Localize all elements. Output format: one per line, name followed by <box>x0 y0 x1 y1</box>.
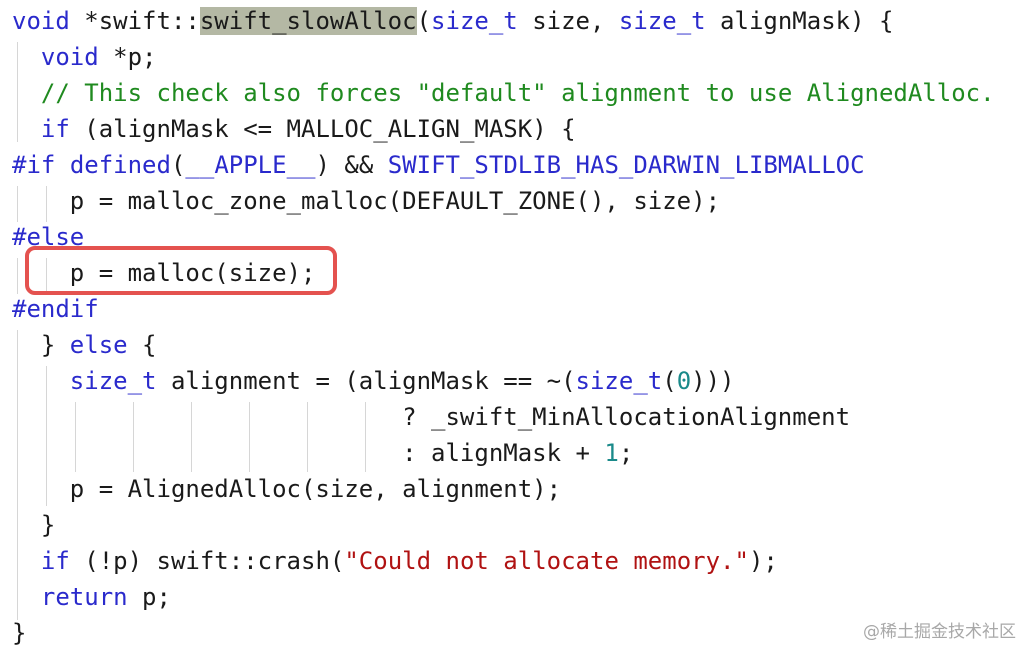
code-line[interactable]: #if defined(__APPLE__) && SWIFT_STDLIB_H… <box>12 151 865 179</box>
indent-guide <box>191 402 192 472</box>
indent-guide <box>17 42 18 142</box>
indent-guide <box>17 330 18 620</box>
indent-guide <box>307 402 308 472</box>
code-line[interactable]: if (alignMask <= MALLOC_ALIGN_MASK) { <box>40 115 576 143</box>
indent-guide <box>133 402 134 472</box>
code-line[interactable]: : alignMask + 1; <box>12 439 634 467</box>
indent-guide <box>17 258 18 294</box>
code-line[interactable]: #endif <box>12 295 99 323</box>
watermark: @稀土掘金技术社区 <box>863 622 1016 642</box>
code-line[interactable]: p = malloc(size); <box>12 259 316 287</box>
highlight-box <box>25 246 337 295</box>
code-line[interactable]: p = malloc_zone_malloc(DEFAULT_ZONE(), s… <box>12 187 721 215</box>
indent-guide <box>365 402 366 472</box>
code-line[interactable]: if (!p) swift::crash("Could not allocate… <box>40 547 778 575</box>
code-line[interactable]: return p; <box>40 583 171 611</box>
indent-guide <box>249 402 250 472</box>
indent-guide <box>17 186 18 222</box>
indent-guide <box>46 186 47 222</box>
code-line[interactable]: ? _swift_MinAllocationAlignment <box>12 403 851 431</box>
indent-guide <box>46 366 47 506</box>
indent-guide <box>75 402 76 472</box>
indent-guide <box>46 258 47 294</box>
code-line[interactable]: } <box>12 511 56 539</box>
code-line[interactable]: } <box>12 619 27 647</box>
code-line[interactable]: } else { <box>12 331 157 359</box>
selected-token[interactable]: swift_slowAlloc <box>199 7 417 35</box>
code-line[interactable]: size_t alignment = (alignMask == ~(size_… <box>69 367 735 395</box>
code-line[interactable]: p = AlignedAlloc(size, alignment); <box>12 475 562 503</box>
code-line[interactable]: // This check also forces "default" alig… <box>40 79 995 107</box>
code-line[interactable]: void *swift::swift_slowAlloc(size_t size… <box>12 7 894 35</box>
code-line[interactable]: void *p; <box>40 43 157 71</box>
